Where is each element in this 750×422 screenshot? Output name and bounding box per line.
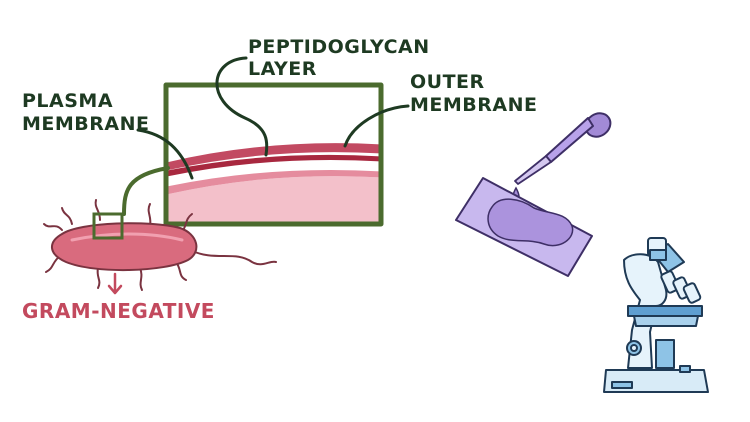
peptidoglycan-label-line2: LAYER <box>248 58 317 80</box>
pipette-icon <box>512 112 612 203</box>
inset-frame <box>163 82 384 227</box>
cell-wall-inset <box>163 82 384 227</box>
peptidoglycan-band <box>168 154 380 177</box>
zoom-connector <box>122 166 170 216</box>
sample-drop <box>487 198 574 247</box>
bacterium-body <box>51 222 198 271</box>
outer-pointer <box>343 104 410 148</box>
plasma-pointer <box>136 128 194 180</box>
outer-label-line1: OUTER <box>410 71 485 93</box>
cytoplasm-region <box>168 176 380 223</box>
plasma-label-line2: MEMBRANE <box>22 113 150 135</box>
outer-label-line2: MEMBRANE <box>410 94 538 116</box>
pointer-lines <box>136 56 410 180</box>
zoom-square <box>92 212 124 240</box>
bacterium-icon <box>43 199 277 291</box>
plasma-membrane-band <box>168 170 380 195</box>
peptidoglycan-pointer <box>215 56 269 157</box>
down-arrow-icon <box>107 272 123 295</box>
microscope-icon <box>603 237 709 393</box>
peptidoglycan-label-line1: PEPTIDOGLYCAN <box>248 36 430 58</box>
outer-membrane-band <box>168 143 380 171</box>
microscope-slide-icon <box>455 177 593 277</box>
plasma-label-line1: PLASMA <box>22 90 113 112</box>
gram-negative-label: GRAM-NEGATIVE <box>22 299 215 323</box>
